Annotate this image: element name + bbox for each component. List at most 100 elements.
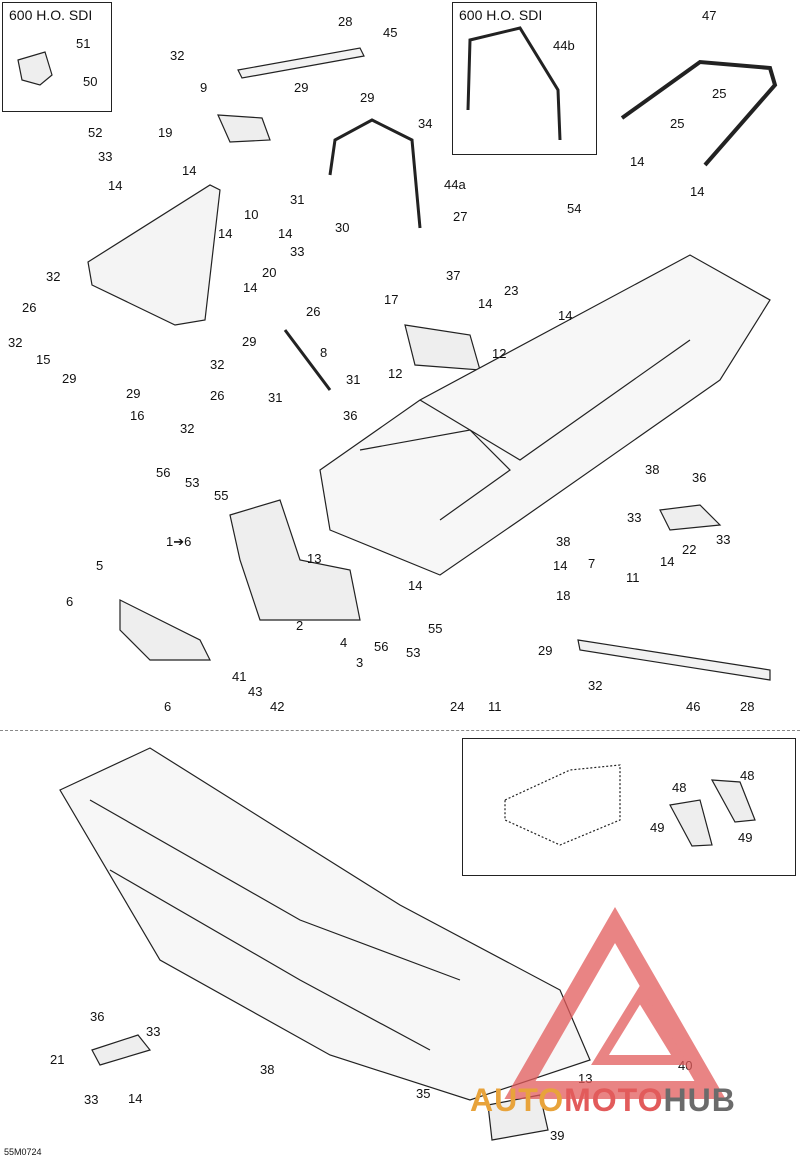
link-rod-part: [283, 329, 332, 391]
bracket-part: [217, 114, 271, 143]
callout-24: 24: [450, 699, 464, 714]
callout-39: 39: [550, 1128, 564, 1143]
callout-6: 6: [164, 699, 171, 714]
section-divider: [0, 730, 800, 731]
engine-mount-part: [17, 51, 53, 86]
callout-14: 14: [630, 154, 644, 169]
callout-37: 37: [446, 268, 460, 283]
engine-cradle-part: [229, 499, 361, 621]
footrest-21-part: [91, 1034, 152, 1066]
callout-18: 18: [556, 588, 570, 603]
callout-14: 14: [690, 184, 704, 199]
callout-7: 7: [588, 556, 595, 571]
variant-box-title: 600 H.O. SDI: [459, 7, 543, 23]
callout-51: 51: [76, 36, 90, 51]
callout-26: 26: [210, 388, 224, 403]
callout-41: 41: [232, 669, 246, 684]
callout-12: 12: [492, 346, 506, 361]
callout-29: 29: [538, 643, 552, 658]
track-guide-part: [710, 779, 756, 823]
callout-13: 13: [307, 551, 321, 566]
callout-30: 30: [335, 220, 349, 235]
callout-55: 55: [428, 621, 442, 636]
callout-48: 48: [740, 768, 754, 783]
callout-28: 28: [338, 14, 352, 29]
callout-14: 14: [408, 578, 422, 593]
callout-32: 32: [210, 357, 224, 372]
callout-33: 33: [627, 510, 641, 525]
callout-47: 47: [702, 8, 716, 23]
callout-49: 49: [650, 820, 664, 835]
callout-32: 32: [180, 421, 194, 436]
callout-56: 56: [156, 465, 170, 480]
main-chassis-part: [319, 254, 771, 576]
watermark-triangle: [504, 906, 726, 1099]
callout-56: 56: [374, 639, 388, 654]
callout-32: 32: [588, 678, 602, 693]
variant-box-steering-support: 600 H.O. SDI: [452, 2, 597, 155]
variant-box-title: 600 H.O. SDI: [9, 7, 93, 23]
callout-52: 52: [88, 125, 102, 140]
callout-31: 31: [346, 372, 360, 387]
callout-9: 9: [200, 80, 207, 95]
callout-48: 48: [672, 780, 686, 795]
callout-29: 29: [242, 334, 256, 349]
callout-33: 33: [716, 532, 730, 547]
callout-8: 8: [320, 345, 327, 360]
callout-45: 45: [383, 25, 397, 40]
diagram-reference-code: 55M0724: [4, 1147, 42, 1157]
callout-33: 33: [146, 1024, 160, 1039]
callout-34: 34: [418, 116, 432, 131]
variant-box-engine-mount: 600 H.O. SDI: [2, 2, 112, 112]
callout-32: 32: [46, 269, 60, 284]
callout-29: 29: [126, 386, 140, 401]
callout-31: 31: [268, 390, 282, 405]
cross-bar-part: [237, 47, 365, 79]
watermark-text-moto: MOTO: [564, 1082, 664, 1118]
watermark-text-hub: HUB: [663, 1082, 736, 1118]
callout-42: 42: [270, 699, 284, 714]
callout-49: 49: [738, 830, 752, 845]
callout-14: 14: [660, 554, 674, 569]
callout-36: 36: [343, 408, 357, 423]
callout-11: 11: [488, 699, 502, 714]
track-guide-part: [669, 799, 713, 847]
callout-14: 14: [278, 226, 292, 241]
callout-44b: 44b: [553, 38, 575, 53]
callout-14: 14: [553, 558, 567, 573]
callout-43: 43: [248, 684, 262, 699]
callout-26: 26: [306, 304, 320, 319]
callout-12: 12: [388, 366, 402, 381]
callout-53: 53: [185, 475, 199, 490]
track-section-part: [504, 764, 621, 846]
callout-29: 29: [360, 90, 374, 105]
side-plate-part: [119, 599, 211, 661]
callout-14: 14: [218, 226, 232, 241]
watermark-logo: AUTOMOTOHUB: [470, 1082, 736, 1119]
callout-53: 53: [406, 645, 420, 660]
callout-38: 38: [556, 534, 570, 549]
callout-38: 38: [645, 462, 659, 477]
callout-4: 4: [340, 635, 347, 650]
callout-22: 22: [682, 542, 696, 557]
callout-17: 17: [384, 292, 398, 307]
callout-25: 25: [712, 86, 726, 101]
steering-column-support-part: [328, 118, 422, 229]
callout-28: 28: [740, 699, 754, 714]
callout-27: 27: [453, 209, 467, 224]
callout-54: 54: [567, 201, 581, 216]
callout-14: 14: [243, 280, 257, 295]
callout-23: 23: [504, 283, 518, 298]
callout-36: 36: [90, 1009, 104, 1024]
callout-16: 16: [130, 408, 144, 423]
callout-19: 19: [158, 125, 172, 140]
callout-5: 5: [96, 558, 103, 573]
footrest-part: [659, 504, 722, 531]
callout-15: 15: [36, 352, 50, 367]
callout-29: 29: [62, 371, 76, 386]
callout-14: 14: [128, 1091, 142, 1106]
callout-29: 29: [294, 80, 308, 95]
callout-labels: 51 50 28 45 32 29 9 44b 47 25 25 29 34 5…: [8, 8, 754, 1143]
callout-50: 50: [83, 74, 97, 89]
callout-35: 35: [416, 1086, 430, 1101]
